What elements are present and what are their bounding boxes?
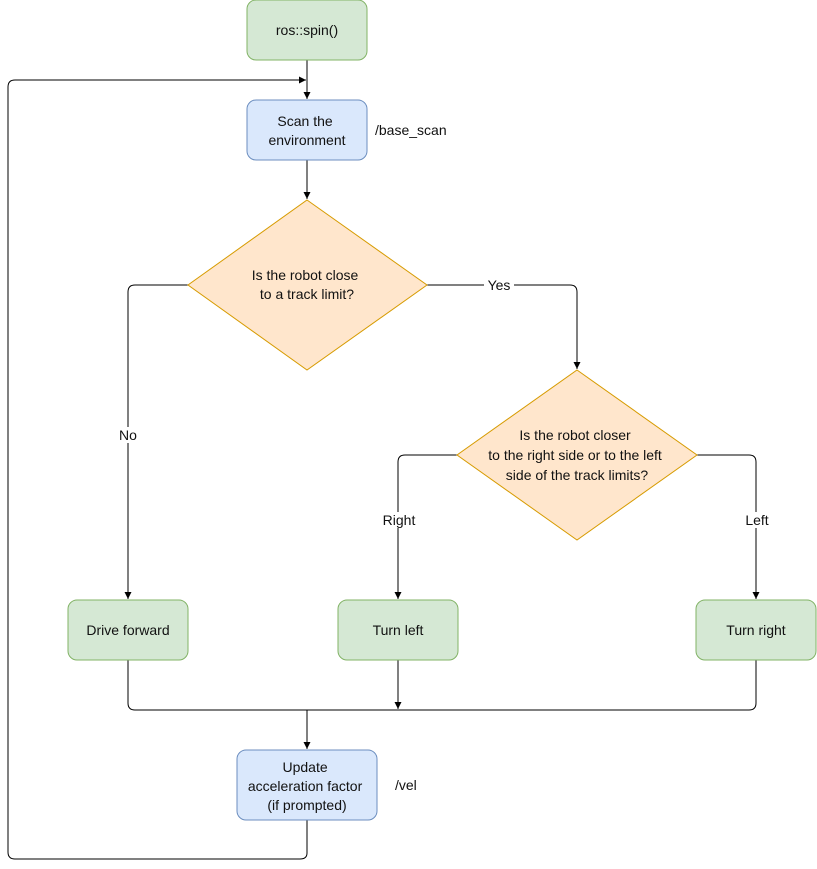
edge-question-2-right <box>394 454 457 599</box>
node-ros-spin[interactable]: ros::spin() <box>246 0 368 61</box>
node-question-closer-side[interactable]: Is the robot closer to the right side or… <box>456 369 698 541</box>
node-update-acceleration-label: Update acceleration factor (if prompted) <box>248 759 366 813</box>
node-question-track-limit[interactable]: Is the robot close to a track limit? <box>187 199 428 371</box>
node-question-track-limit-label: Is the robot close to a track limit? <box>252 267 363 302</box>
node-turn-right-label: Turn right <box>726 622 786 638</box>
node-turn-left-label: Turn left <box>373 622 424 638</box>
edge-question-1-yes <box>427 284 581 369</box>
svg-text:No: No <box>119 427 137 443</box>
topic-base-scan: /base_scan <box>375 122 447 138</box>
node-ros-spin-label: ros::spin() <box>276 22 338 38</box>
edge-label-no: No <box>116 427 140 443</box>
edge-update-loop-back <box>7 76 308 860</box>
edge-label-right: Right <box>379 512 419 528</box>
node-turn-right[interactable]: Turn right <box>695 599 817 661</box>
edge-label-left: Left <box>742 512 772 528</box>
svg-text:Yes: Yes <box>488 277 511 293</box>
node-scan-environment[interactable]: Scan the environment <box>246 99 368 161</box>
svg-text:Right: Right <box>383 512 416 528</box>
node-drive-forward-label: Drive forward <box>86 622 169 638</box>
edge-drive-to-merge <box>127 660 757 711</box>
edge-question-1-no <box>124 284 188 599</box>
node-turn-left[interactable]: Turn left <box>337 599 459 661</box>
node-drive-forward[interactable]: Drive forward <box>67 599 189 661</box>
node-update-acceleration[interactable]: Update acceleration factor (if prompted) <box>236 749 378 821</box>
topic-vel: /vel <box>395 777 417 793</box>
edge-question-2-left <box>697 454 760 599</box>
edges <box>7 60 760 860</box>
edge-label-yes: Yes <box>484 277 514 293</box>
node-scan-environment-label: Scan the environment <box>268 113 345 148</box>
node-question-closer-side-label: Is the robot closer to the right side or… <box>488 427 665 483</box>
svg-text:Left: Left <box>745 512 768 528</box>
